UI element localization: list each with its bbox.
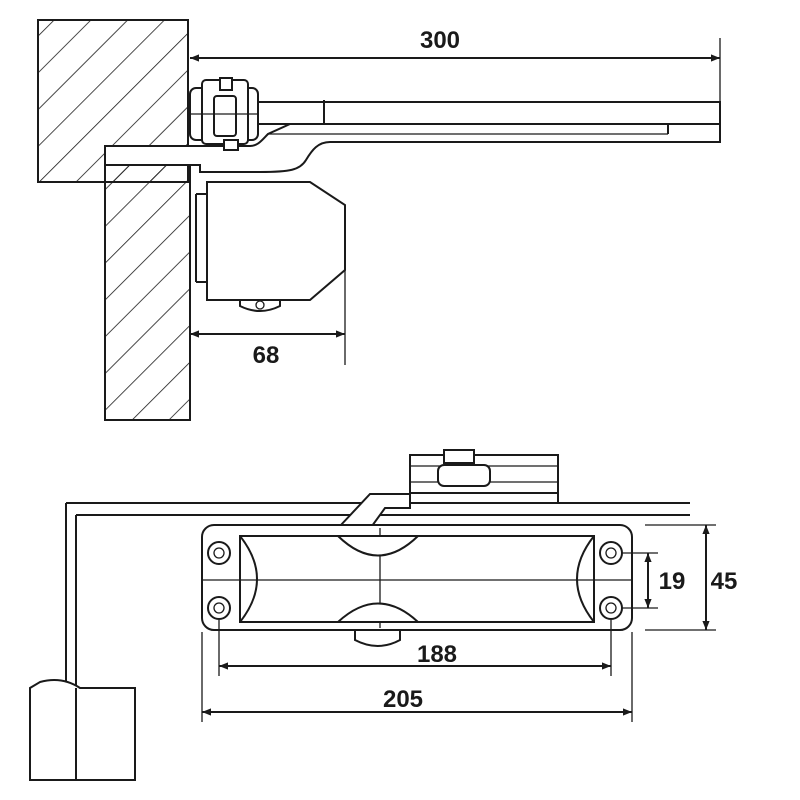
dimension-label-205: 205 xyxy=(383,686,423,713)
dimension-arm-length: 300 xyxy=(190,27,721,102)
arm-pivot-bracket xyxy=(189,77,259,151)
closer-arm xyxy=(249,100,721,135)
screw-hole-icon xyxy=(599,596,623,620)
dimension-label-45: 45 xyxy=(711,568,738,595)
dimension-hole-spacing-vertical: 19 xyxy=(622,552,686,609)
top-view: 19 45 188 205 xyxy=(29,449,738,781)
door-frame-section xyxy=(37,19,191,421)
dimension-body-length: 205 xyxy=(201,632,633,722)
dimension-label-68: 68 xyxy=(253,342,280,369)
dimension-label-300: 300 xyxy=(420,27,460,54)
closer-body-side xyxy=(195,181,346,312)
screw-hole-icon xyxy=(207,596,231,620)
dimension-label-19: 19 xyxy=(659,568,686,595)
dimension-hole-spacing-horizontal: 188 xyxy=(218,620,612,676)
door-block xyxy=(29,679,136,781)
side-view: 300 68 xyxy=(37,19,721,421)
dimension-label-188: 188 xyxy=(417,641,457,668)
mounting-holes xyxy=(207,541,623,620)
closer-body-top xyxy=(201,524,633,647)
screw-hole-icon xyxy=(599,541,623,565)
closer-arm-top xyxy=(337,449,559,527)
mounting-plate xyxy=(104,123,721,173)
dimension-body-height: 45 xyxy=(645,524,738,631)
dimension-body-depth: 68 xyxy=(190,270,346,369)
screw-hole-icon xyxy=(207,541,231,565)
